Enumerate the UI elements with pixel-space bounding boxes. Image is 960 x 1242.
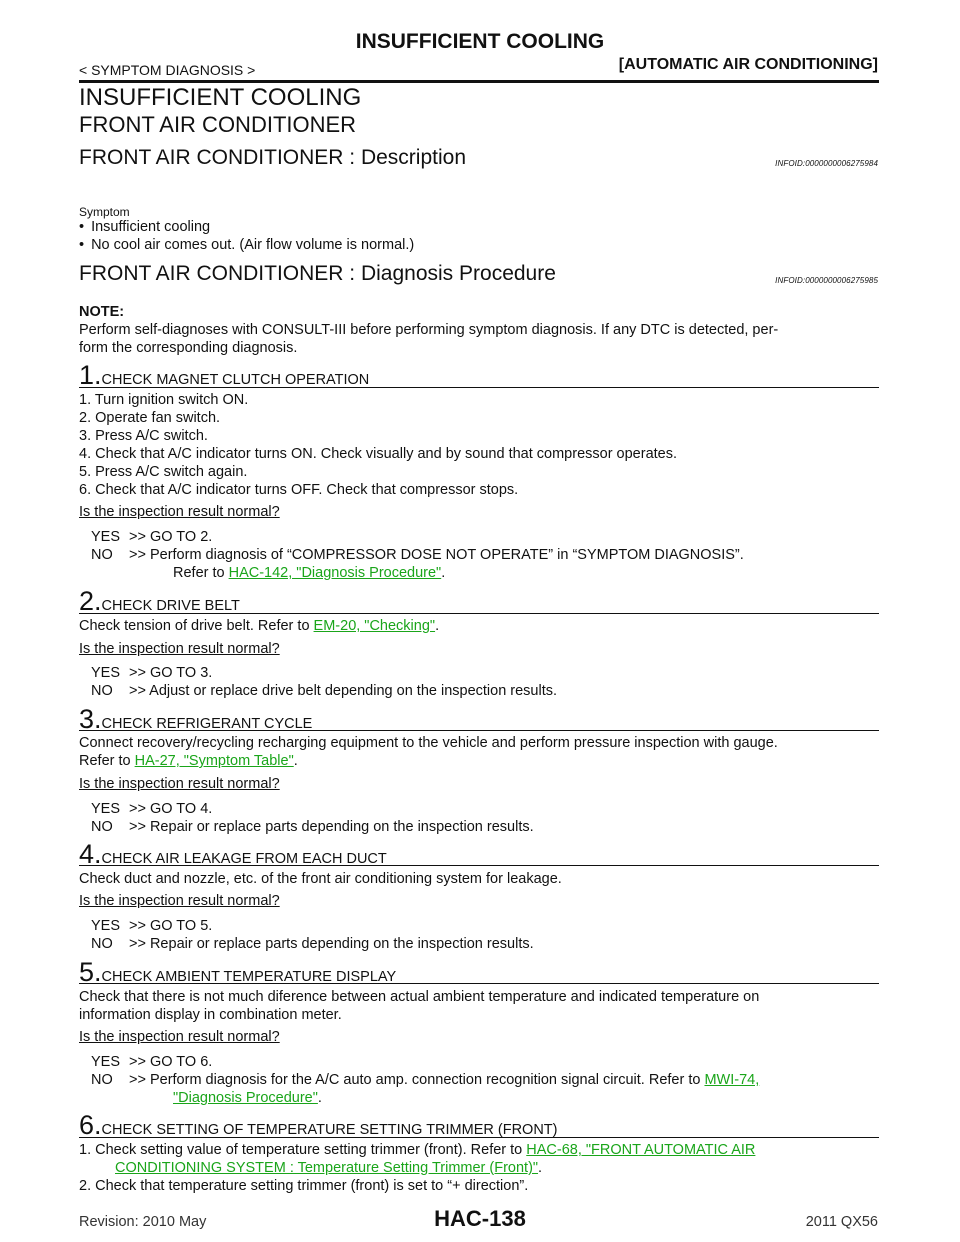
answer-no-reference: "Diagnosis Procedure". [173, 1090, 322, 1106]
header-section-right: [AUTOMATIC AIR CONDITIONING] [618, 56, 878, 73]
reference-link[interactable]: "Diagnosis Procedure" [173, 1090, 318, 1106]
symptom-label: Symptom [79, 205, 130, 219]
step-number: 4. [79, 839, 102, 869]
step-title: CHECK REFRIGERANT CYCLE [101, 716, 313, 732]
step-number: 6. [79, 1110, 102, 1140]
step-title: CHECK DRIVE BELT [101, 598, 240, 614]
step-5-body-line-2: information display in combination meter… [79, 1007, 342, 1023]
symptom-list: Insufficient cooling No cool air comes o… [79, 218, 414, 254]
step-2-body: Check tension of drive belt. Refer to EM… [79, 618, 440, 634]
page-title: INSUFFICIENT COOLING [79, 84, 362, 111]
answer-yes: YES>> GO TO 5. [91, 918, 213, 934]
step-3-heading: 3.CHECK REFRIGERANT CYCLE [79, 704, 312, 735]
step-1-heading: 1.CHECK MAGNET CLUTCH OPERATION [79, 360, 369, 391]
step-2-heading: 2.CHECK DRIVE BELT [79, 586, 240, 617]
reference-link[interactable]: HAC-142, "Diagnosis Procedure" [228, 565, 442, 581]
answer-no: NO>> Adjust or replace drive belt depend… [91, 683, 558, 699]
note-line-1: Perform self-diagnoses with CONSULT-III … [79, 322, 779, 338]
step-3-body-line-1: Connect recovery/recycling recharging eq… [79, 735, 778, 751]
reference-link[interactable]: HAC-68, "FRONT AUTOMATIC AIR [526, 1142, 756, 1158]
step-6-heading: 6.CHECK SETTING OF TEMPERATURE SETTING T… [79, 1110, 557, 1141]
answer-no: NO>> Perform diagnosis of “COMPRESSOR DO… [91, 547, 744, 563]
step-number: 5. [79, 957, 102, 987]
step-title: CHECK AMBIENT TEMPERATURE DISPLAY [101, 969, 397, 985]
inspection-question: Is the inspection result normal? [79, 776, 280, 792]
list-item: 6. Check that A/C indicator turns OFF. C… [79, 482, 519, 498]
step-title: CHECK AIR LEAKAGE FROM EACH DUCT [101, 851, 387, 867]
list-item: 5. Press A/C switch again. [79, 464, 248, 480]
inspection-question: Is the inspection result normal? [79, 504, 280, 520]
answer-yes: YES>> GO TO 6. [91, 1054, 213, 1070]
step-5-heading: 5.CHECK AMBIENT TEMPERATURE DISPLAY [79, 957, 396, 988]
list-item: 3. Press A/C switch. [79, 428, 208, 444]
section-title: FRONT AIR CONDITIONER [79, 112, 357, 137]
step-title: CHECK MAGNET CLUTCH OPERATION [101, 372, 370, 388]
reference-link[interactable]: HA-27, "Symptom Table" [134, 753, 294, 769]
step-number: 3. [79, 704, 102, 734]
footer-model: 2011 QX56 [805, 1214, 878, 1230]
answer-yes: YES>> GO TO 2. [91, 529, 213, 545]
step-title: CHECK SETTING OF TEMPERATURE SETTING TRI… [101, 1122, 558, 1138]
answer-no: NO>> Perform diagnosis for the A/C auto … [91, 1072, 760, 1088]
diagnosis-infoid: INFOID:0000000006275985 [775, 276, 878, 285]
answer-yes: YES>> GO TO 4. [91, 801, 213, 817]
header-section-left: < SYMPTOM DIAGNOSIS > [79, 62, 256, 78]
answer-no-reference: Refer to HAC-142, "Diagnosis Procedure". [173, 565, 446, 581]
step-rule [79, 387, 879, 388]
answer-no: NO>> Repair or replace parts depending o… [91, 936, 534, 952]
reference-link[interactable]: CONDITIONING SYSTEM : Temperature Settin… [115, 1160, 539, 1176]
inspection-question: Is the inspection result normal? [79, 641, 280, 657]
step-number: 2. [79, 586, 102, 616]
step-rule [79, 865, 879, 866]
list-item: 1. Turn ignition switch ON. [79, 392, 249, 408]
inspection-question: Is the inspection result normal? [79, 1029, 280, 1045]
step-rule [79, 1137, 879, 1138]
footer-revision: Revision: 2010 May [79, 1214, 207, 1230]
answer-no: NO>> Repair or replace parts depending o… [91, 819, 534, 835]
footer-page-code: HAC-138 [434, 1206, 526, 1231]
step-rule [79, 730, 879, 731]
step-rule [79, 613, 879, 614]
inspection-question: Is the inspection result normal? [79, 893, 280, 909]
step-4-body: Check duct and nozzle, etc. of the front… [79, 871, 562, 887]
header-title: INSUFFICIENT COOLING [355, 30, 605, 53]
list-item: 4. Check that A/C indicator turns ON. Ch… [79, 446, 678, 462]
note-line-2: form the corresponding diagnosis. [79, 340, 298, 356]
header-rule [79, 80, 879, 83]
step-rule [79, 983, 879, 984]
step-3-body-line-2: Refer to HA-27, "Symptom Table". [79, 753, 298, 769]
note-label: NOTE: [79, 304, 125, 320]
step-1-list: 1. Turn ignition switch ON. 2. Operate f… [79, 391, 677, 499]
reference-link[interactable]: MWI-74, [704, 1072, 760, 1088]
step-6-item-1-cont: CONDITIONING SYSTEM : Temperature Settin… [115, 1160, 543, 1176]
step-6-item-1: 1. Check setting value of temperature se… [79, 1142, 756, 1158]
step-6-item-2: 2. Check that temperature setting trimme… [79, 1178, 529, 1194]
diagnosis-heading: FRONT AIR CONDITIONER : Diagnosis Proced… [79, 262, 556, 285]
answer-yes: YES>> GO TO 3. [91, 665, 213, 681]
reference-link[interactable]: EM-20, "Checking" [313, 618, 436, 634]
description-infoid: INFOID:0000000006275984 [775, 159, 878, 168]
symptom-item: Insufficient cooling [79, 218, 414, 236]
step-5-body-line-1: Check that there is not much diference b… [79, 989, 760, 1005]
step-4-heading: 4.CHECK AIR LEAKAGE FROM EACH DUCT [79, 839, 387, 870]
list-item: 2. Operate fan switch. [79, 410, 221, 426]
symptom-item: No cool air comes out. (Air flow volume … [79, 236, 414, 254]
step-number: 1. [79, 360, 102, 390]
description-heading: FRONT AIR CONDITIONER : Description [79, 146, 467, 169]
